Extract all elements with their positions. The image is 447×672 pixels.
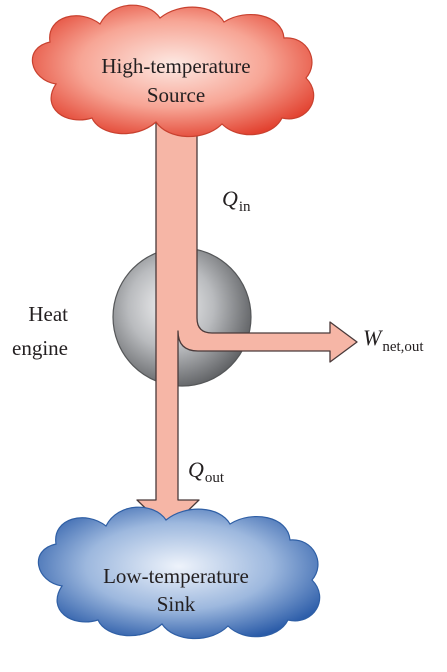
heat-in-label: Qin xyxy=(222,186,251,215)
source-label-line2: Source xyxy=(147,83,205,107)
source-label-line1: High-temperature xyxy=(101,54,250,78)
heat-in-subscript: in xyxy=(239,199,251,215)
energy-flow-arrow xyxy=(136,109,358,531)
low-temperature-sink-cloud xyxy=(37,506,321,640)
engine-label-line1: Heat xyxy=(28,302,68,326)
work-out-label: Wnet,out xyxy=(363,325,424,355)
heat-out-symbol: Q xyxy=(188,457,204,482)
heat-out-label: Qout xyxy=(188,457,225,486)
sink-label-line1: Low-temperature xyxy=(103,564,249,588)
heat-out-subscript: out xyxy=(205,470,225,486)
high-temperature-source-cloud xyxy=(31,4,315,138)
heat-in-symbol: Q xyxy=(222,186,238,211)
engine-label-line2: engine xyxy=(12,336,68,360)
work-out-subscript: net,out xyxy=(382,339,424,355)
sink-label-line2: Sink xyxy=(157,592,196,616)
work-out-symbol: W xyxy=(363,325,383,350)
